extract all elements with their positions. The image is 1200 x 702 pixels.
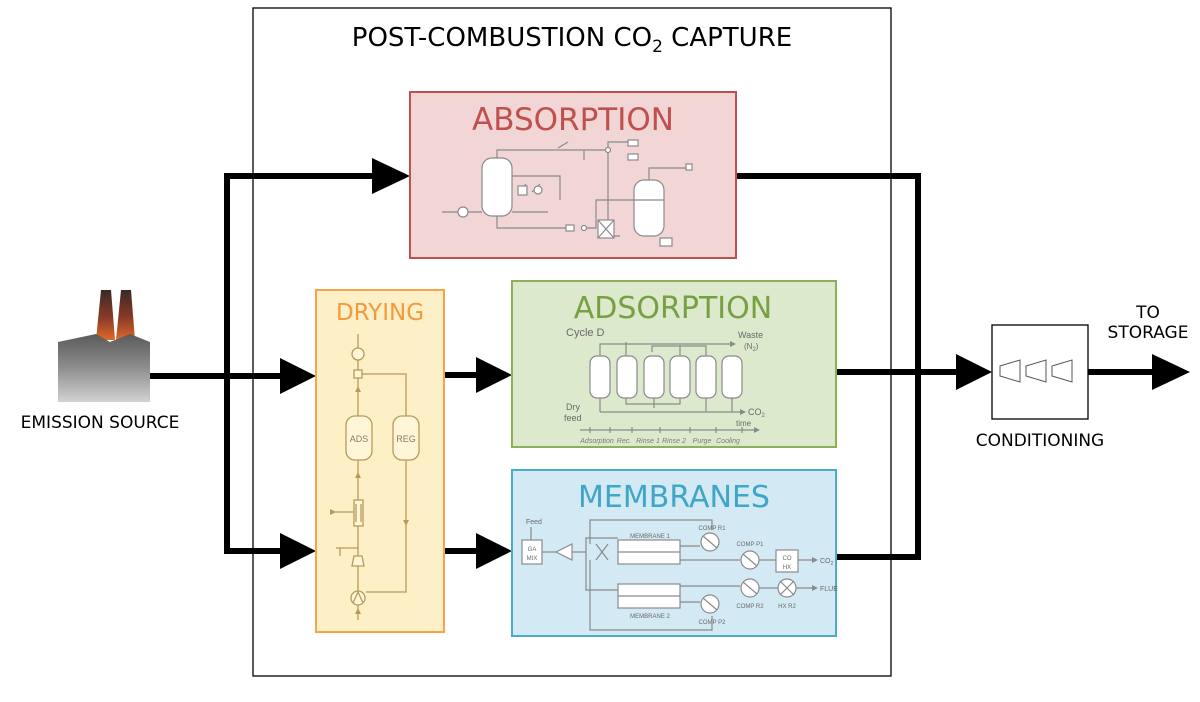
arrow-to-adsorption: [476, 357, 512, 393]
membranes-block: MEMBRANES Feed GA MIX MEMBRANE 1 MEMBRAN…: [511, 469, 838, 637]
drying-box: [315, 289, 445, 633]
co2-outlet-label: CO2: [820, 558, 834, 567]
mix-label: MIX: [527, 556, 538, 562]
time-label: time: [736, 419, 752, 428]
arrow-to-membranes: [476, 533, 512, 569]
compressor-stage-icon: [999, 359, 1073, 383]
conditioning-unit: CONDITIONING: [976, 324, 1104, 451]
step-label: Adsorption: [579, 438, 614, 445]
comp-r2-label: COMP R2: [736, 604, 764, 610]
absorption-process-schematic: [442, 139, 693, 247]
flow-lines: [150, 173, 1156, 560]
hx-r2-label: HX R2: [778, 604, 796, 610]
arrow-to-drying-top: [280, 358, 316, 394]
step-label: Rec.: [617, 438, 631, 445]
drying-title: DRYING: [336, 300, 424, 326]
absorption-title: ABSORPTION: [472, 102, 674, 138]
membranes-title: MEMBRANES: [578, 480, 770, 515]
arrow-to-conditioning: [956, 354, 992, 390]
capture-boundary: [252, 7, 892, 677]
conditioning-label: CONDITIONING: [976, 431, 1104, 451]
drying-block: DRYING ADS REG: [315, 289, 445, 633]
cycle-label: Cycle D: [566, 327, 605, 339]
adsorption-process-schematic: Cycle D Waste (N2) Dry feed CO2 time Ad: [564, 327, 766, 445]
conditioning-box: [991, 324, 1089, 420]
absorption-block: ABSORPTION: [409, 91, 737, 259]
co2-hx-top-label: CO: [783, 556, 792, 562]
membrane-2-label: MEMBRANE 2: [630, 614, 670, 620]
ads-label: ADS: [350, 434, 369, 444]
reg-label: REG: [396, 434, 416, 444]
factory-icon: [58, 290, 150, 402]
step-label: Rinse 1: [636, 438, 660, 445]
arrow-to-storage: [1152, 354, 1190, 390]
membrane-1-label: MEMBRANE 1: [630, 534, 670, 540]
co2-hx-bottom-label: HX: [783, 565, 791, 571]
storage-label-line1: TO: [1135, 303, 1160, 323]
waste-n2-label: (N2): [744, 342, 759, 353]
adsorption-title: ADSORPTION: [574, 291, 772, 326]
storage-label-line2: STORAGE: [1108, 323, 1189, 343]
arrow-to-absorption: [372, 158, 410, 194]
flow-arrowheads: [280, 158, 1190, 569]
arrow-to-drying-bottom: [280, 533, 316, 569]
flue-outlet-label: FLUE: [820, 586, 838, 593]
membranes-process-schematic: Feed GA MIX MEMBRANE 1 MEMBRANE 2 COM: [521, 519, 838, 631]
comp-p2-label: COMP P2: [699, 620, 727, 626]
comp-r1-label: COMP R1: [698, 526, 726, 532]
step-label: Cooling: [716, 438, 740, 445]
comp-p1-label: COMP P1: [737, 542, 765, 548]
dry-label: Dry: [566, 402, 580, 412]
feed-label: Feed: [526, 519, 542, 526]
step-label: Purge: [693, 438, 712, 445]
feed-label: feed: [564, 413, 582, 423]
co2-product-label: CO2: [748, 407, 766, 419]
step-label: Rinse 2: [662, 438, 686, 445]
emission-source: EMISSION SOURCE: [21, 290, 180, 433]
adsorption-block: ADSORPTION Cycle D Waste (N2) Dry feed C…: [511, 280, 837, 448]
waste-label: Waste: [738, 330, 763, 340]
drying-process-schematic: ADS REG: [330, 334, 420, 620]
page-title: POST-COMBUSTION CO2 CAPTURE: [352, 23, 792, 57]
emission-source-label: EMISSION SOURCE: [21, 413, 180, 433]
ga-label: GA: [528, 547, 537, 553]
